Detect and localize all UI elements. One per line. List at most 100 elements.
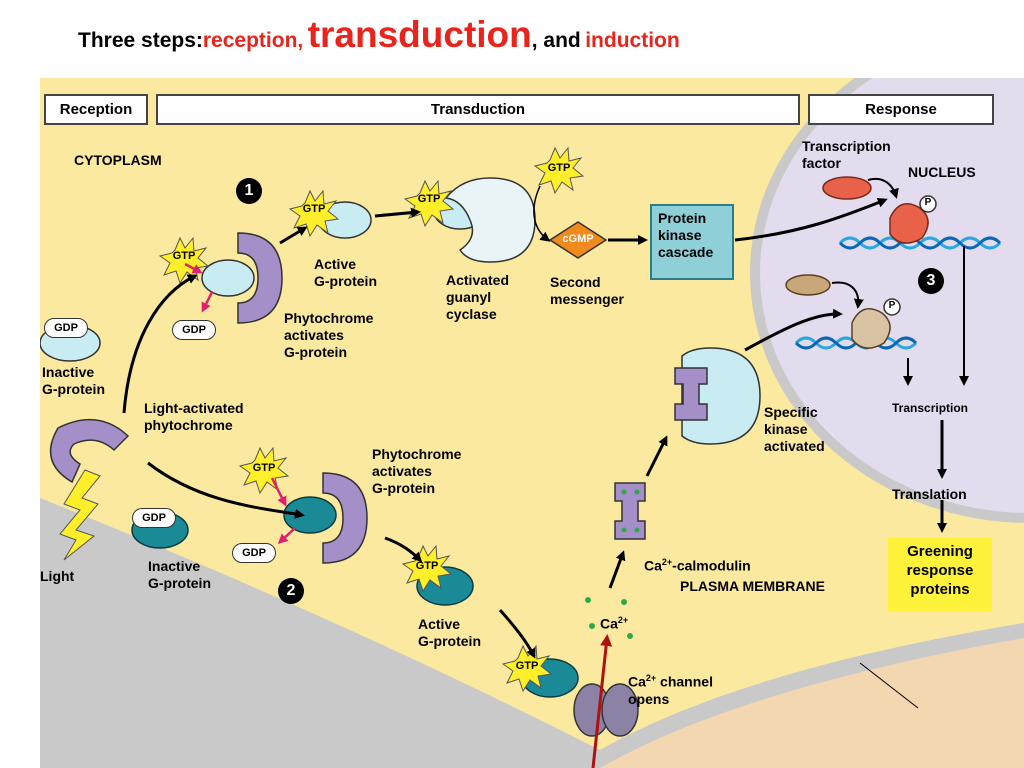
cgmp-diamond <box>548 221 608 259</box>
arrow-gtp-bind-2 <box>270 477 287 507</box>
step-3-badge: 3 <box>918 268 944 294</box>
greening-response-box: Greening response proteins <box>888 538 992 612</box>
light-activated-phytochrome-shape <box>49 418 130 484</box>
title-induction: induction <box>585 29 680 52</box>
arrow-gtp-bind-1 <box>184 262 203 274</box>
ca-ion <box>589 623 595 629</box>
translation-label: Translation <box>892 486 967 502</box>
transcription-factor-free <box>822 176 872 200</box>
inactive-g-protein-label-1: Inactive G-protein <box>42 364 105 397</box>
transcription-factor-bound <box>889 203 929 244</box>
protein-kinase-cascade-box: Protein kinase cascade <box>650 204 734 280</box>
arrow-calmodulin-kinase <box>645 435 668 477</box>
phosphate-label-2: P <box>888 300 896 311</box>
arrow-tf-bind-2 <box>831 281 864 309</box>
ca-ion <box>627 633 633 639</box>
arrow-kinase-nucleus <box>734 197 888 242</box>
calmodulin-on-kinase <box>674 367 708 421</box>
calmodulin-ca <box>621 527 627 533</box>
transcription-factor-label: Transcription factor <box>802 138 891 171</box>
gdp-pill-1: GDP <box>44 318 88 338</box>
arrow-kinase-nucleus-2 <box>744 308 843 352</box>
membrane-pointer <box>859 662 919 709</box>
second-messenger-label: Second messenger <box>550 274 624 307</box>
light-activated-phytochrome-label: Light-activated phytochrome <box>144 400 244 433</box>
calmodulin-ca <box>621 489 627 495</box>
phosphate-1 <box>919 195 937 213</box>
phytochrome-activates-label-2: Phytochrome activates G-protein <box>372 446 462 496</box>
ca-channel-rest: channel opens <box>628 673 713 707</box>
arrow-gdp-release-2 <box>277 527 296 545</box>
plasma-membrane-label: PLASMA MEMBRANE <box>680 578 825 594</box>
activated-guanyl-cyclase-label: Activated guanyl cyclase <box>446 272 510 322</box>
phosphate-label-1: P <box>924 197 932 208</box>
phytochrome-lower <box>322 472 368 564</box>
arrow-to-active-g-2 <box>384 536 423 563</box>
light-label: Light <box>40 568 75 584</box>
gdp-pill-3: GDP <box>132 508 176 528</box>
light-bolt <box>59 469 101 561</box>
arrow-ca-calmodulin <box>608 550 626 589</box>
dna-strand-1b <box>838 236 1002 250</box>
header-reception: Reception <box>44 94 148 125</box>
transcription-label: Transcription <box>892 401 969 415</box>
signal-transduction-diagram: Reception Transduction Response 1 2 3 GT… <box>40 78 1024 768</box>
header-response: Response <box>808 94 994 125</box>
gtp-star-1 <box>158 236 210 285</box>
arrow-to-channel <box>498 608 536 659</box>
inactive-g-protein-label-2: Inactive G-protein <box>148 558 211 591</box>
ca-channel-label: Ca2+ channel opens <box>628 670 713 708</box>
gtp-star-6 <box>401 544 453 593</box>
ca-calmodulin-rest: -calmodulin <box>672 557 751 574</box>
transcription-factor-2-free <box>785 274 831 296</box>
transcription-factor-2-bound <box>851 308 891 349</box>
gtp-label-6: GTP <box>415 560 439 572</box>
arrow-phytochrome-down <box>147 461 305 519</box>
ca-ion <box>585 597 591 603</box>
title-and: , and <box>531 29 581 52</box>
step-2-badge: 2 <box>278 578 304 604</box>
g-protein-bound-teal <box>283 496 337 534</box>
title-transduction: transduction <box>307 14 532 55</box>
ca-calmodulin-label: Ca2+-calmodulin <box>644 554 751 575</box>
arrow-phytochrome-up <box>122 274 198 414</box>
step-1-badge: 1 <box>236 178 262 204</box>
arrow-tf-bind-1 <box>867 177 899 199</box>
header-transduction: Transduction <box>156 94 800 125</box>
arrow-gdp-release-1 <box>201 291 214 313</box>
ca-calmodulin-ca: Ca <box>644 557 662 574</box>
phosphate-2 <box>883 298 901 316</box>
cgmp-label: cGMP <box>562 233 594 245</box>
gtp-star-2 <box>288 189 340 238</box>
gtp-star-5 <box>238 446 290 495</box>
gdp-pill-2: GDP <box>172 320 216 340</box>
arrow-gtp-cgmp <box>533 185 551 242</box>
gdp-pill-4: GDP <box>232 543 276 563</box>
ca-calmodulin-charge: 2+ <box>661 557 673 567</box>
gtp-label-1: GTP <box>172 250 196 262</box>
gtp-label-5: GTP <box>252 462 276 474</box>
title-prefix: Three steps: <box>78 29 203 52</box>
ca-ion-label: Ca2+ <box>600 612 628 633</box>
gtp-label-4: GTP <box>547 162 571 174</box>
arrow-to-cyclase <box>374 207 421 218</box>
phytochrome-upper <box>237 232 283 324</box>
gtp-label-7: GTP <box>515 660 539 672</box>
phytochrome-activates-label-1: Phytochrome activates G-protein <box>284 310 374 360</box>
calmodulin-ca <box>634 527 640 533</box>
gtp-label-2: GTP <box>302 203 326 215</box>
calmodulin-ca <box>634 489 640 495</box>
cytoplasm-label: CYTOPLASM <box>74 152 162 168</box>
ca-influx-arrow <box>591 634 613 768</box>
ca-channel-right <box>601 683 639 737</box>
ca-channel-charge: 2+ <box>645 673 657 683</box>
slide-title: Three steps: reception, transduction, an… <box>78 14 680 62</box>
nucleus-label: NUCLEUS <box>908 164 976 180</box>
ca-ion-charge: 2+ <box>617 615 629 625</box>
specific-kinase-label: Specific kinase activated <box>764 404 825 454</box>
calmodulin <box>614 482 646 540</box>
active-g-protein-label-2: Active G-protein <box>418 616 481 649</box>
arrow-to-active-g <box>279 226 308 245</box>
g-protein-bound-light <box>201 259 255 297</box>
gtp-label-3: GTP <box>417 193 441 205</box>
